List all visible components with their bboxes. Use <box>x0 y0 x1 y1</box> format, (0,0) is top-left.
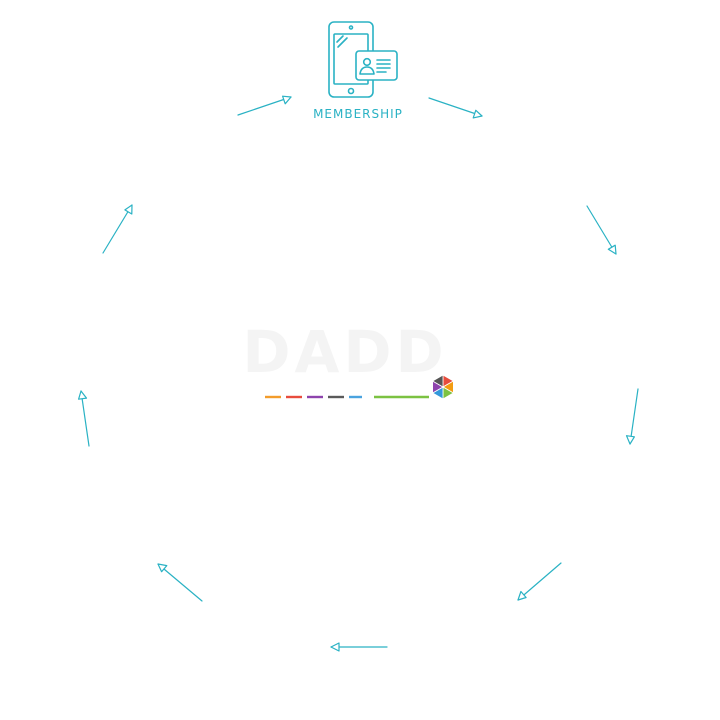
arrow-8 <box>102 204 133 254</box>
phone-membership-card-icon <box>328 21 398 98</box>
arrow-4 <box>517 562 562 601</box>
arrow-7 <box>77 390 90 447</box>
arrow-1 <box>428 97 483 119</box>
center-logo: DADD <box>242 318 454 400</box>
arrow-2 <box>586 205 617 255</box>
arrow-3 <box>625 388 639 445</box>
arrow-5 <box>330 642 388 652</box>
arrow-6 <box>157 563 203 602</box>
cycle-arrows <box>77 95 639 652</box>
membership-node: MEMBERSHIP <box>313 21 403 121</box>
arrow-9 <box>237 95 292 116</box>
membership-label: MEMBERSHIP <box>313 107 403 121</box>
color-hexagon-icon <box>432 374 454 400</box>
center-title: DADD <box>242 318 447 386</box>
